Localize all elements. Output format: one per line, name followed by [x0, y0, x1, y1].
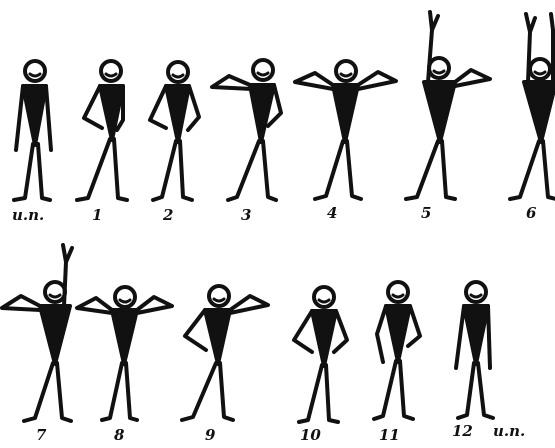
label-step-11: 11	[379, 428, 400, 443]
label-step-9: 9	[205, 428, 215, 443]
label-step-7: 7	[36, 428, 46, 443]
figure-step-5	[406, 12, 490, 199]
figure-start-position	[14, 61, 51, 200]
label-step-4: 4	[327, 206, 337, 221]
label-step-3: 3	[241, 208, 251, 223]
figure-step-9	[182, 286, 268, 420]
label-step-5: 5	[421, 206, 431, 221]
figure-step-11	[374, 282, 420, 419]
label-step-12-return: и.п.	[493, 424, 525, 439]
label-step-2: 2	[163, 208, 173, 223]
label-start-position: и.п.	[12, 208, 44, 223]
label-step-6: 6	[526, 206, 536, 221]
figure-step-10	[294, 287, 347, 422]
figure-step-12	[456, 282, 493, 418]
figure-step-4	[295, 61, 396, 199]
label-step-1: 1	[92, 208, 102, 223]
figure-step-7	[2, 245, 72, 421]
label-step-10: 10	[300, 428, 321, 443]
figure-step-6	[510, 14, 555, 199]
label-step-8: 8	[114, 428, 124, 443]
label-step-12: 12	[452, 424, 473, 439]
figure-step-8	[77, 287, 172, 420]
figure-step-2	[150, 62, 199, 200]
figure-step-1	[77, 61, 127, 200]
figure-step-3	[212, 60, 281, 200]
